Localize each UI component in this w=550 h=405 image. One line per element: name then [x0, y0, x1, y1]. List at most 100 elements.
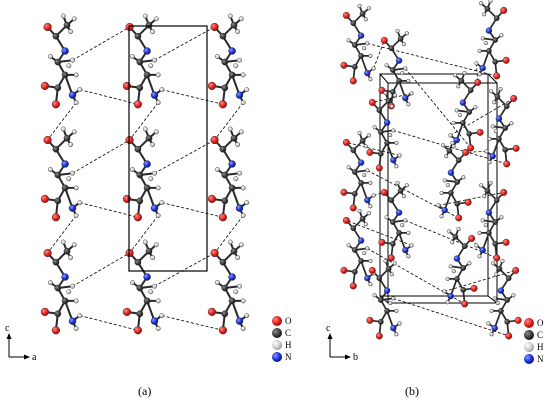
hydrogen-bond — [154, 252, 215, 287]
legend-a-oxygen-swatch — [272, 316, 282, 326]
hydrogen-atom — [401, 42, 406, 47]
carbon-atom — [492, 219, 499, 225]
hydrogen-atom — [227, 13, 233, 19]
hydrogen-atom — [244, 313, 250, 319]
hydrogen-atom — [489, 332, 494, 337]
carbon-atom — [385, 265, 392, 272]
oxygen-atom — [464, 198, 472, 206]
carbon-atom — [458, 77, 465, 84]
oxygen-atom — [378, 238, 386, 246]
oxygen-atom — [387, 254, 395, 262]
carbon-atom — [377, 297, 384, 303]
nitrogen-atom — [447, 292, 454, 300]
oxygen-atom — [510, 94, 518, 102]
nitrogen-atom — [489, 152, 496, 160]
oxygen-atom — [462, 148, 470, 156]
panel-a-axis-horizontal-label: a — [32, 352, 37, 363]
nitrogen-atom — [143, 160, 151, 168]
oxygen-atom — [502, 56, 510, 64]
nitrogen-atom — [495, 115, 503, 122]
hydrogen-atom — [368, 204, 373, 209]
nitrogen-atom — [150, 91, 159, 99]
hydrogen-atom — [480, 218, 485, 223]
oxygen-atom — [340, 61, 348, 69]
oxygen-atom — [125, 22, 134, 32]
hydrogen-atom — [474, 61, 479, 66]
nitrogen-atom — [235, 204, 244, 212]
hydrogen-atom — [439, 214, 444, 219]
carbon-atom — [219, 32, 227, 40]
hydrogen-atom — [489, 89, 494, 94]
hydrogen-atom — [60, 126, 66, 132]
carbon-atom — [446, 147, 453, 154]
hydrogen-atom — [406, 254, 411, 259]
oxygen-atom — [40, 194, 49, 203]
nitrogen-atom — [395, 57, 403, 64]
hydrogen-atom — [60, 239, 66, 245]
carbon-atom — [351, 42, 358, 48]
hydrogen-bond — [79, 315, 138, 331]
hydrogen-atom — [445, 276, 450, 281]
hydrogen-bond — [47, 215, 77, 254]
hydrogen-atom — [346, 165, 351, 170]
hydrogen-atom — [240, 213, 246, 218]
carbon-atom — [454, 179, 461, 185]
hydrogen-atom — [371, 193, 376, 198]
carbon-atom — [486, 48, 492, 54]
nitrogen-atom — [383, 287, 391, 294]
carbon-atom — [460, 120, 466, 126]
carbon-atom — [63, 247, 71, 255]
hydrogen-atom — [240, 100, 246, 105]
nitrogen-atom — [453, 255, 461, 262]
carbon-atom — [61, 297, 69, 305]
panel-b-axes: c b — [326, 323, 358, 363]
hydrogen-atom — [235, 142, 241, 148]
legend-a-carbon-label: C — [285, 328, 291, 338]
hydrogen-atom — [477, 72, 482, 77]
carbon-atom — [502, 146, 509, 153]
carbon-atom — [136, 284, 144, 292]
oxygen-atom — [368, 98, 376, 106]
oxygen-atom — [340, 266, 348, 274]
oxygen-atom — [375, 164, 383, 172]
hydrogen-atom — [150, 142, 156, 148]
legend-b-hydrogen-label: H — [537, 342, 544, 352]
hydrogen-atom — [60, 13, 66, 19]
carbon-atom — [492, 37, 499, 43]
hydrogen-atom — [129, 54, 135, 59]
hydrogen-atom — [454, 108, 459, 113]
carbon-atom — [384, 308, 390, 314]
hydrogen-atom — [362, 173, 367, 178]
hydrogen-atom — [371, 66, 376, 71]
oxygen-atom — [125, 248, 134, 258]
hydrogen-atom — [404, 183, 409, 188]
carbon-atom — [498, 308, 504, 314]
oxygen-atom — [502, 238, 510, 246]
hydrogen-bond — [72, 139, 130, 174]
carbon-atom — [54, 284, 62, 292]
hydrogen-atom — [244, 200, 250, 206]
hydrogen-atom — [492, 100, 497, 105]
hydrogen-atom — [401, 194, 406, 199]
oxygen-atom — [512, 144, 520, 152]
hydrogen-atom — [372, 293, 377, 298]
hydrogen-atom — [153, 242, 159, 248]
oxygen-atom — [366, 148, 374, 156]
hydrogen-atom — [477, 254, 482, 259]
hydrogen-atom — [233, 63, 239, 69]
carbon-atom — [54, 197, 62, 205]
carbon-atom — [54, 171, 62, 179]
legend-b-hydrogen-swatch — [524, 342, 534, 352]
panel-b-structure — [340, 0, 522, 340]
carbon-atom — [496, 136, 502, 142]
carbon-atom — [351, 190, 358, 197]
carbon-atom — [496, 265, 503, 272]
carbon-atom — [219, 258, 227, 266]
carbon-atom — [143, 297, 151, 305]
hydrogen-atom — [214, 280, 220, 285]
hydrogen-atom — [477, 230, 482, 235]
hydrogen-atom — [477, 48, 482, 53]
oxygen-atom — [122, 307, 131, 316]
hydrogen-atom — [492, 296, 497, 301]
hydrogen-atom — [70, 283, 75, 289]
